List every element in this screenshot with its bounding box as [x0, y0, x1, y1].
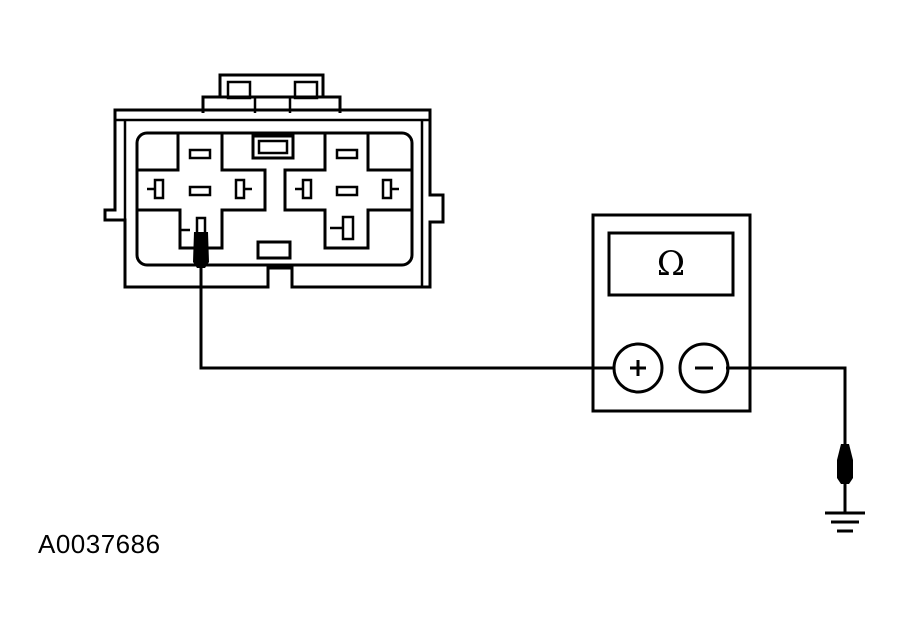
connector-latch-inner [201, 95, 342, 113]
probe-body [193, 232, 209, 268]
ohm-symbol: Ω [657, 244, 685, 284]
connector-housing [103, 108, 445, 289]
pin-right-top [335, 148, 359, 160]
pin-left-top [188, 148, 212, 160]
pin-left-center [188, 185, 212, 197]
top-center-slot-inner [257, 139, 289, 155]
meter-body [591, 213, 752, 413]
ground-clip-body [837, 444, 853, 484]
meter-display [607, 231, 735, 297]
pin-right-bottom [341, 215, 355, 241]
electrical-connector [103, 73, 445, 289]
probe-tip [195, 216, 207, 236]
connector-latch [218, 73, 325, 98]
pin-left-left [153, 178, 165, 200]
pin-left-right [234, 178, 246, 200]
ohmmeter: Ω [591, 213, 752, 413]
right-terminal-cavity [283, 133, 414, 250]
probe-lead-wire [199, 268, 614, 370]
plus-icon [630, 360, 646, 376]
bottom-center-slot [256, 240, 292, 260]
top-center-slot [251, 134, 295, 160]
ground-clip [837, 444, 853, 513]
latch-rib-left [226, 80, 252, 100]
ground-lead-wire [726, 366, 847, 448]
pin-right-left [301, 178, 313, 200]
test-probe [193, 216, 209, 268]
latch-rib-right [293, 80, 319, 100]
figure-reference-code: A0037686 [38, 529, 161, 559]
positive-terminal [612, 342, 664, 394]
pin-right-right [381, 178, 393, 200]
pin-right-center [335, 185, 359, 197]
ground-icon [825, 511, 865, 533]
negative-terminal [678, 342, 730, 394]
